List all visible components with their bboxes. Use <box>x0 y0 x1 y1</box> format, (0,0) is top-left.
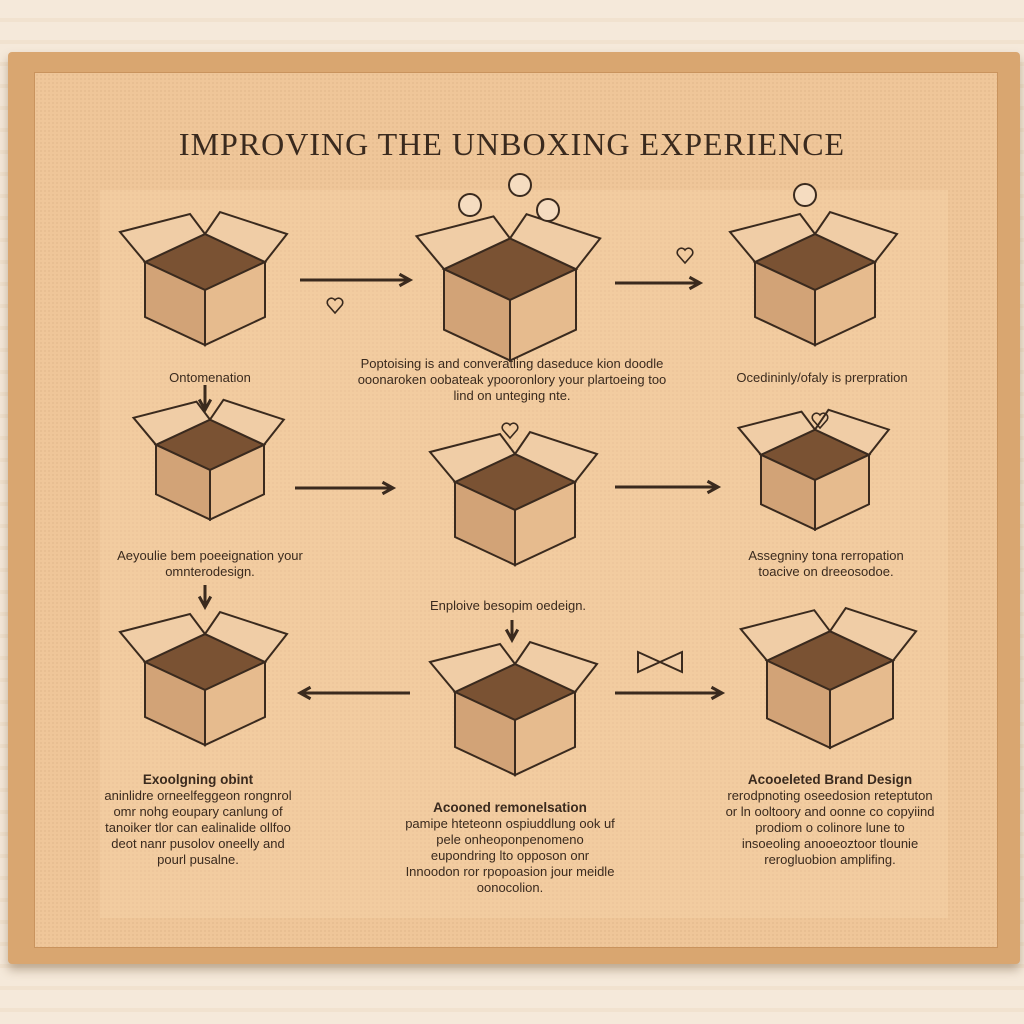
step-5-caption: Enploive besopim oedeign. <box>429 598 587 613</box>
box-step-6 <box>736 408 891 532</box>
box-step-4 <box>131 398 286 522</box>
box-flap <box>728 212 817 264</box>
step-7-text: aninlidre orneelfeggeon rongnrol omr noh… <box>104 788 292 867</box>
box-flap <box>428 432 517 484</box>
step-2-caption: Poptoising is and converatling daseduce … <box>357 356 667 403</box>
step-4-caption: Aeyoulie bem poeeignation your omnterode… <box>117 548 303 579</box>
arrow-5-8-head <box>504 628 520 644</box>
box-flap <box>738 609 832 662</box>
box-flap <box>513 430 599 484</box>
ribbon-bow-icon <box>637 650 683 674</box>
box-right-side <box>209 443 265 522</box>
box-flap <box>508 213 602 271</box>
box-right-side <box>814 260 876 347</box>
step-9-text: rerodpnoting oseedosion reteptuton or ln… <box>725 788 935 867</box>
heart-icon <box>811 412 829 430</box>
box-flap <box>118 612 207 664</box>
heart-icon <box>676 247 694 265</box>
step-8-text: pamipe hteteonn ospiuddlung ook uf pele … <box>405 816 615 895</box>
location-pin-icon <box>458 193 482 217</box>
arrow-4-5-head <box>381 480 397 496</box>
heart-icon <box>501 422 519 440</box>
box-flap <box>813 408 891 457</box>
arrow-8-7-head <box>296 685 312 701</box>
page-title: IMPROVING THE UNBOXING EXPERIENCE <box>178 126 846 162</box>
step-6-caption: Assegniny tona rerropation toacive on dr… <box>748 548 904 579</box>
box-step-1 <box>118 210 289 347</box>
box-flap <box>208 398 286 447</box>
box-right-side <box>814 453 870 532</box>
step-8-heading: Acooned remonelsation <box>433 800 587 815</box>
box-step-3 <box>728 210 899 347</box>
box-flap <box>414 215 512 271</box>
box-flap <box>736 410 817 457</box>
step-9-heading: Acooeleted Brand Design <box>747 772 913 787</box>
box-flap <box>428 642 517 694</box>
box-step-8 <box>428 640 599 777</box>
location-pin-icon <box>793 183 817 207</box>
box-right-side <box>204 260 266 347</box>
box-step-5 <box>428 430 599 567</box>
box-flap <box>813 210 899 264</box>
location-pin-icon <box>508 173 532 197</box>
box-right-side <box>514 690 576 777</box>
box-flap <box>203 610 289 664</box>
arrow-4-7-head <box>197 595 213 611</box>
box-flap <box>203 210 289 264</box>
step-7-heading: Exoolgning obint <box>142 772 254 787</box>
box-right-side <box>204 660 266 747</box>
box-right-side <box>514 480 576 567</box>
step-3-caption: Ocedininly/ofaly is prerpration <box>736 370 908 385</box>
box-right-side <box>509 267 577 363</box>
arrow-1-4-head <box>197 398 213 414</box>
step-1-caption: Ontomenation <box>169 370 251 385</box>
box-right-side <box>829 659 894 750</box>
arrow-8-9-head <box>710 685 726 701</box>
box-flap <box>118 212 207 264</box>
location-pin-icon <box>536 198 560 222</box>
arrow-2-3-head <box>688 275 704 291</box>
arrow-5-6-head <box>706 479 722 495</box>
arrow-1-2-head <box>398 272 414 288</box>
box-flap <box>513 640 599 694</box>
heart-icon <box>326 297 344 315</box>
box-step-2 <box>414 213 602 363</box>
box-step-9 <box>738 606 918 750</box>
box-flap <box>828 606 918 662</box>
box-step-7 <box>118 610 289 747</box>
box-flap <box>131 400 212 447</box>
